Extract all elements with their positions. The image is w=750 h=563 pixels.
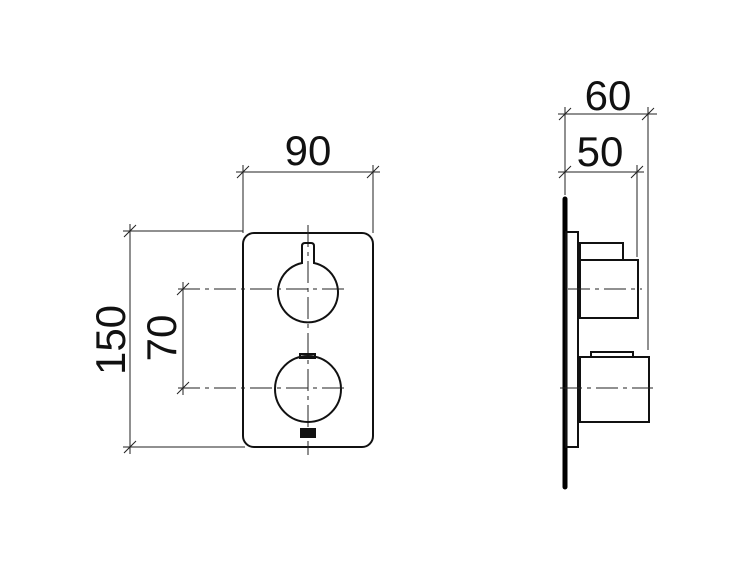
lower-knob-body [579, 356, 650, 423]
knob-depth-label: 50 [577, 128, 624, 175]
front-view: 90 150 70 [87, 127, 380, 455]
brand-logo [300, 428, 316, 438]
knob-spacing-dimension: 70 [138, 282, 190, 395]
upper-knob-cap [579, 242, 624, 261]
lower-knob [274, 355, 342, 423]
side-view: 60 50 [558, 72, 657, 490]
knob-depth-dimension: 50 [558, 128, 644, 257]
total-depth-label: 60 [585, 72, 632, 119]
height-dimension: 150 [87, 224, 245, 454]
knob-spacing-label: 70 [138, 315, 185, 362]
total-depth-dimension: 60 [558, 72, 657, 350]
height-label: 150 [87, 305, 134, 375]
side-plate [565, 231, 579, 448]
lower-knob-tab [299, 353, 316, 359]
width-dimension: 90 [236, 127, 380, 233]
upper-knob [277, 242, 339, 324]
width-label: 90 [285, 127, 332, 174]
